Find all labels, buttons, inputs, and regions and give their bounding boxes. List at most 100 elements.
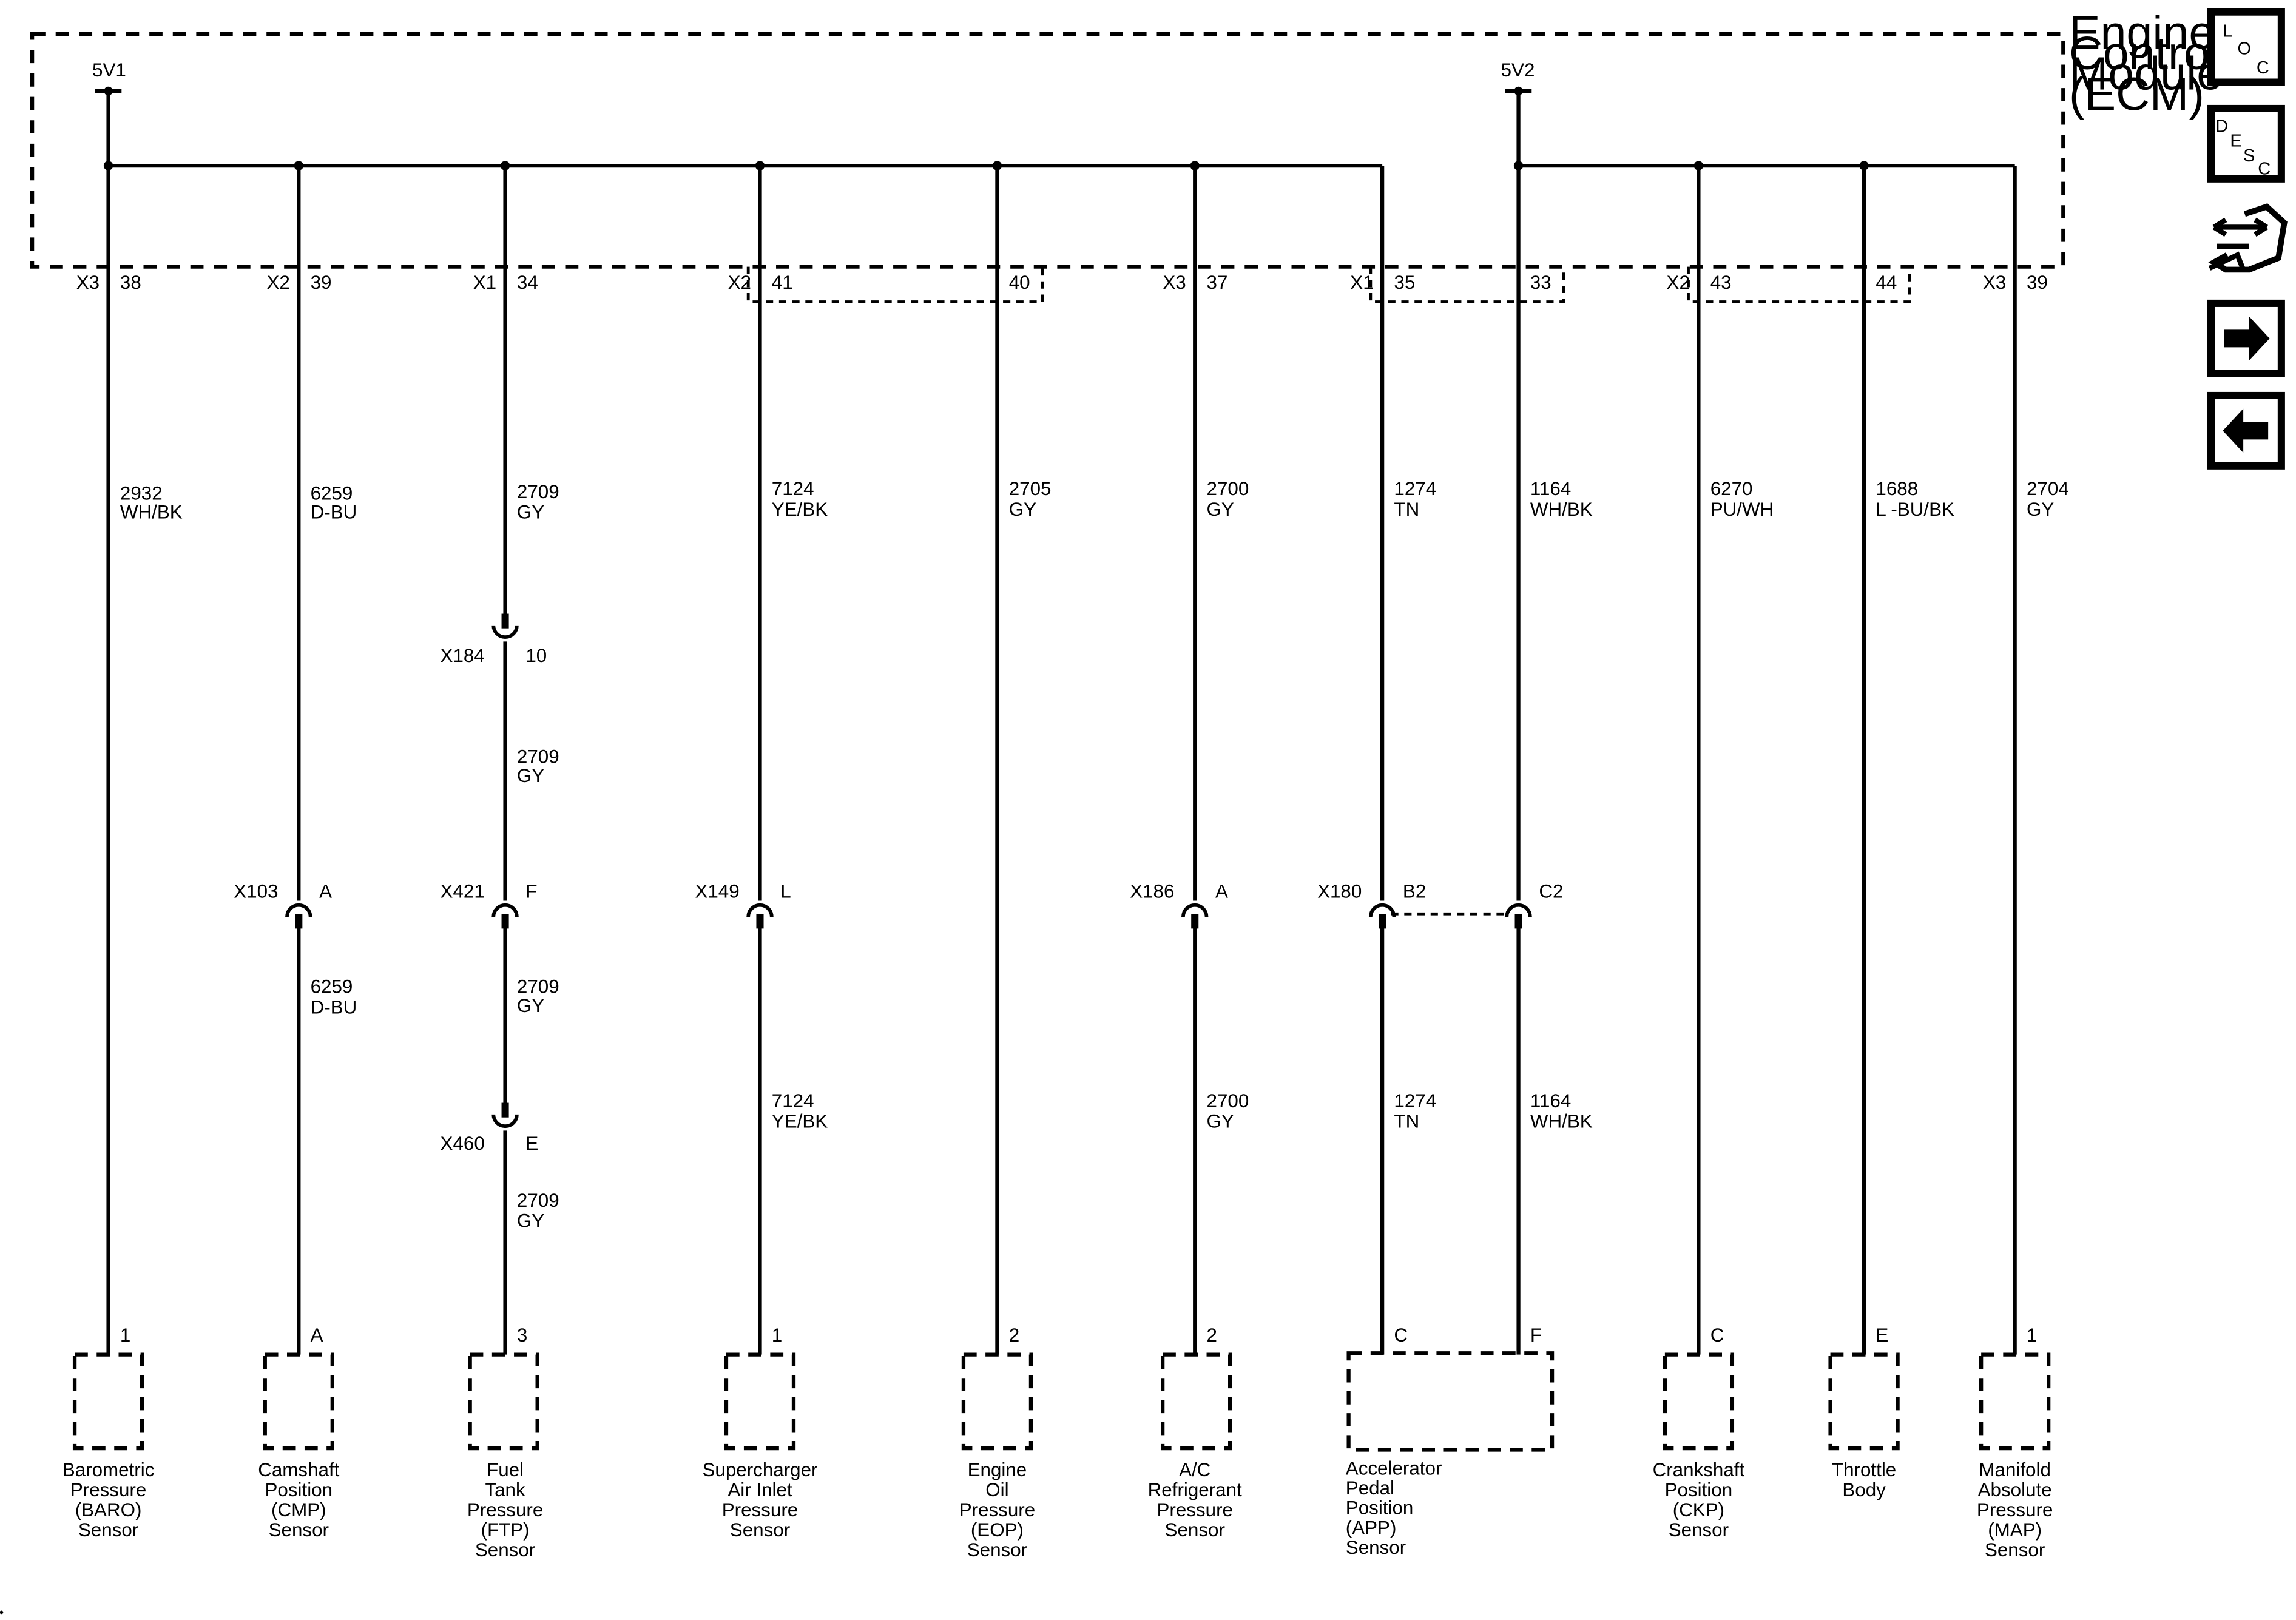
ecm-pin-label: 38 xyxy=(120,272,141,293)
ecm-connector-label: X2 xyxy=(1667,272,1690,293)
supply-5v2: 5V2 xyxy=(1501,59,1535,166)
component-box xyxy=(72,1352,144,1451)
corner-mark xyxy=(0,1610,4,1615)
wire-color: GY xyxy=(1009,499,1036,520)
location-button[interactable]: L O C xyxy=(2207,8,2285,86)
ecm-pin-label: 39 xyxy=(2027,272,2048,293)
component-box xyxy=(468,1352,539,1451)
component-label-line: Oil xyxy=(985,1479,1008,1500)
description-button[interactable]: D E S C xyxy=(2207,104,2285,183)
component-label-line: (MAP) xyxy=(1988,1519,2042,1541)
ecm-connector-label: X1 xyxy=(473,272,496,293)
app-sensor-label-line: Sensor xyxy=(1346,1537,1406,1558)
component-label-line: Sensor xyxy=(730,1519,790,1541)
component-label-line: Crankshaft xyxy=(1653,1459,1745,1480)
wire-color: GY xyxy=(517,1210,544,1232)
wire-color: L -BU/BK xyxy=(1876,499,1954,520)
wire-number: 1688 xyxy=(1876,478,1918,499)
previous-arrow-icon[interactable] xyxy=(2207,391,2285,470)
component-label-line: Air Inlet xyxy=(728,1479,792,1500)
component-label-line: Sensor xyxy=(475,1539,535,1561)
component-label-line: Pressure xyxy=(959,1499,1035,1520)
component-label-line: Absolute xyxy=(1978,1479,2052,1500)
component-label-line: (CKP) xyxy=(1673,1499,1724,1520)
wire-number: 2709 xyxy=(517,976,559,997)
ecm-pin-label: 39 xyxy=(311,272,332,293)
inline-pin-label: C2 xyxy=(1539,881,1563,902)
ecm-connector-label: X3 xyxy=(1163,272,1186,293)
location-letter: C xyxy=(2257,58,2269,78)
ecm-pin-label: 43 xyxy=(1710,272,1732,293)
component-label-line: (BARO) xyxy=(75,1499,142,1520)
inline-connector-label: X103 xyxy=(234,881,278,902)
description-letter: D xyxy=(2215,117,2228,137)
ecm-pin-label: 37 xyxy=(1207,272,1228,293)
component-label-line: Sensor xyxy=(1165,1519,1225,1541)
supply-5v1: 5V1 xyxy=(92,59,126,166)
component-label-line: Sensor xyxy=(967,1539,1027,1561)
component-label-line: Refrigerant xyxy=(1148,1479,1242,1500)
location-letter: L xyxy=(2223,22,2232,41)
component-label-line: (FTP) xyxy=(481,1519,530,1541)
component-label-line: Position xyxy=(1665,1479,1733,1500)
component-pin-label: C xyxy=(1710,1325,1724,1346)
wire-number: 7124 xyxy=(772,1090,814,1112)
component-box xyxy=(1663,1352,1735,1451)
wire-number: 6270 xyxy=(1710,478,1753,499)
component-label-line: Sensor xyxy=(1669,1519,1729,1541)
inline-connector: C2 xyxy=(1505,881,1563,929)
inline-connector: X103 A xyxy=(234,881,332,929)
wire-number: 2700 xyxy=(1207,1090,1249,1112)
ecm-pin-label: 34 xyxy=(517,272,538,293)
component-box xyxy=(1160,1352,1232,1451)
wire-number: 2704 xyxy=(2027,478,2069,499)
inline-connector-label: X184 xyxy=(441,645,485,666)
wire-color: D-BU xyxy=(311,996,357,1018)
wire-color: TN xyxy=(1394,499,1419,520)
ecm-pin-label: 35 xyxy=(1394,272,1415,293)
wire-color: YE/BK xyxy=(772,499,828,520)
inline-connector-label: X421 xyxy=(441,881,485,902)
wire-number: 2700 xyxy=(1207,478,1249,499)
inline-pin-label: E xyxy=(525,1133,538,1154)
inline-connector-label: X180 xyxy=(1317,881,1362,902)
component-label-line: (CMP) xyxy=(271,1499,326,1520)
next-arrow-icon[interactable] xyxy=(2207,299,2285,377)
shared-connector-outline xyxy=(746,266,1044,303)
wire-number: 2709 xyxy=(517,481,559,502)
app-sensor-label-line: Position xyxy=(1346,1497,1414,1519)
wire-color: GY xyxy=(2027,499,2054,520)
inline-connector-label: X149 xyxy=(695,881,739,902)
ecm-connector-label: X2 xyxy=(266,272,289,293)
component-label-line: Pressure xyxy=(467,1499,543,1520)
app-sensor-label-line: Accelerator xyxy=(1346,1458,1442,1479)
connector-end-view-icon[interactable] xyxy=(2208,203,2288,273)
app-sensor-label-line: Pedal xyxy=(1346,1477,1394,1499)
wire-color: YE/BK xyxy=(772,1111,828,1132)
component-box xyxy=(961,1352,1033,1451)
app-sensor-label-line: (APP) xyxy=(1346,1517,1397,1538)
inline-pin-label: A xyxy=(319,881,332,902)
component-label-line: Engine xyxy=(968,1459,1027,1480)
component-label-line: Pressure xyxy=(70,1479,146,1500)
component-label-line: Sensor xyxy=(1985,1539,2045,1561)
ecm-pin-label: 41 xyxy=(772,272,793,293)
shared-connector-outline xyxy=(1687,266,1911,303)
component-pin-label: E xyxy=(1876,1325,1888,1346)
wire-number: 7124 xyxy=(772,478,814,499)
inline-pin-label: F xyxy=(525,881,537,902)
